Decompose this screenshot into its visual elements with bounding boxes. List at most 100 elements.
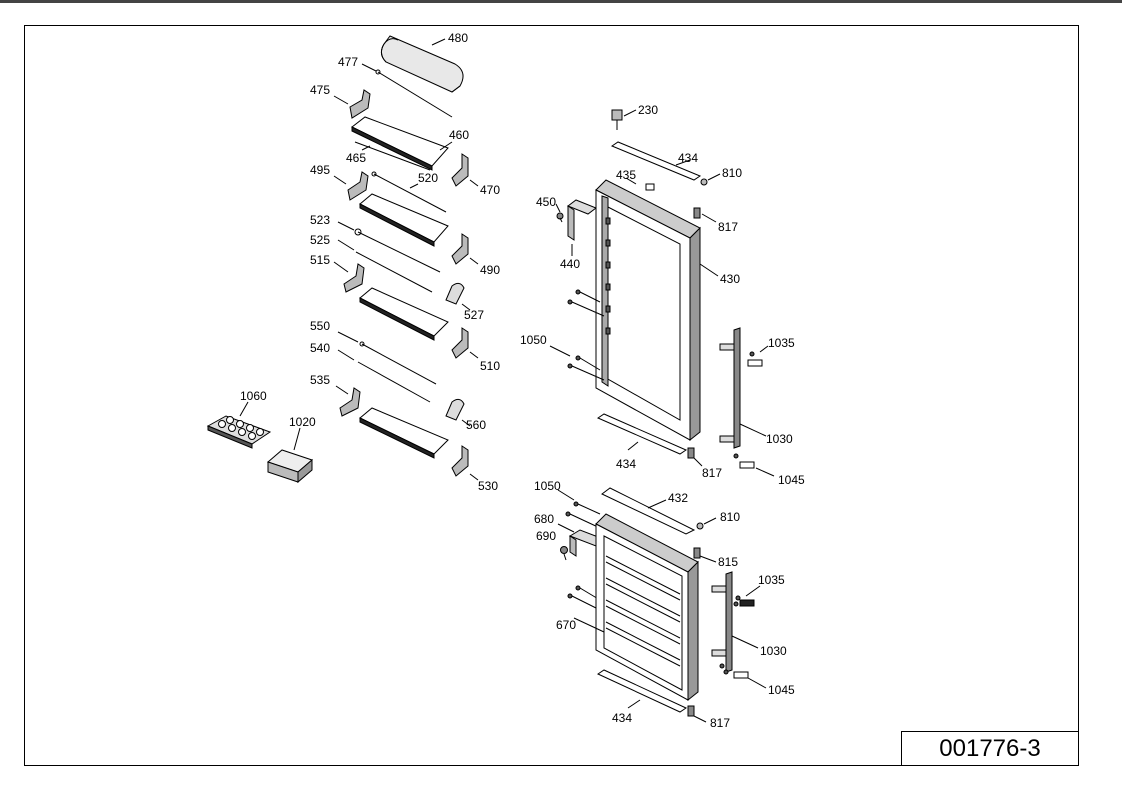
label-810-a: 810 [722, 166, 742, 180]
part-shelf-2 [359, 193, 449, 247]
part-434-top-strip [610, 141, 702, 181]
label-434-top: 434 [678, 151, 698, 165]
label-477: 477 [338, 55, 358, 69]
part-450-screw [555, 203, 564, 223]
label-540: 540 [310, 341, 330, 355]
part-434-bottom-strip-b [596, 669, 688, 713]
label-1020: 1020 [289, 415, 316, 429]
label-1045-b: 1045 [768, 683, 795, 697]
part-515-bracket [333, 261, 365, 293]
part-495-bracket [333, 171, 369, 201]
part-810-cap-b [696, 517, 717, 530]
part-527-clip [445, 282, 471, 311]
part-550-rod [337, 331, 437, 385]
part-1045-hinge-b [719, 663, 767, 689]
label-680: 680 [534, 512, 554, 526]
label-475: 475 [310, 83, 330, 97]
label-430: 430 [720, 272, 740, 286]
label-1035-a: 1035 [768, 336, 795, 350]
part-670-freezer-door [573, 513, 699, 702]
part-230-pin [611, 109, 637, 130]
label-670: 670 [556, 618, 576, 632]
part-shelf-3 [359, 287, 449, 341]
part-817-pin-c [687, 705, 707, 723]
part-460-shelf [351, 116, 453, 171]
label-450: 450 [536, 195, 556, 209]
drawing-frame [24, 25, 1079, 766]
top-border-bar [0, 0, 1122, 3]
drawing-number: 001776-3 [939, 734, 1041, 762]
part-465-strip [354, 141, 431, 171]
label-1050-a: 1050 [520, 333, 547, 347]
label-810-b: 810 [720, 510, 740, 524]
label-435: 435 [616, 168, 636, 182]
label-1030-b: 1030 [760, 644, 787, 658]
part-430-fridge-door [595, 177, 719, 442]
label-480: 480 [448, 31, 468, 45]
label-690: 690 [536, 529, 556, 543]
label-490: 490 [480, 263, 500, 277]
label-432: 432 [668, 491, 688, 505]
part-440-hinge-cover [566, 199, 598, 256]
part-1060-egg-tray [206, 401, 272, 449]
part-560-clip [445, 398, 471, 427]
part-1030-rail-a [719, 327, 767, 449]
part-490-bracket [451, 233, 479, 265]
part-1050-screws-a [549, 289, 605, 381]
part-1035-hinge-a [747, 345, 769, 367]
part-817-pin-a [693, 207, 717, 223]
label-434-bottom-a: 434 [616, 457, 636, 471]
label-1050-b: 1050 [534, 479, 561, 493]
label-523: 523 [310, 213, 330, 227]
label-530: 530 [478, 479, 498, 493]
label-230: 230 [638, 103, 658, 117]
label-817-b: 817 [702, 466, 722, 480]
part-1035-hinge-b [733, 585, 761, 607]
label-1060: 1060 [240, 389, 267, 403]
part-810-cap-a [700, 173, 721, 186]
part-1020-butter-box [267, 427, 313, 484]
part-477-rod [361, 63, 453, 118]
part-labels: 480 477 475 460 465 495 470 520 523 490 … [240, 31, 805, 730]
part-535-bracket [335, 385, 361, 417]
part-530-bracket [451, 445, 479, 481]
label-460: 460 [449, 128, 469, 142]
label-515: 515 [310, 253, 330, 267]
part-525-rod [337, 239, 433, 293]
label-510: 510 [480, 359, 500, 373]
label-470: 470 [480, 183, 500, 197]
part-817-pin-b [687, 447, 703, 467]
label-440: 440 [560, 257, 580, 271]
label-817-c: 817 [710, 716, 730, 730]
part-815-pin [693, 547, 717, 563]
part-480-cover [380, 35, 464, 93]
label-815: 815 [718, 555, 738, 569]
part-690-screw [560, 546, 568, 561]
drawing-number-box: 001776-3 [901, 731, 1079, 766]
label-1035-b: 1035 [758, 573, 785, 587]
part-540-rod [337, 349, 431, 403]
label-520: 520 [418, 171, 438, 185]
label-465: 465 [346, 151, 366, 165]
label-527: 527 [464, 308, 484, 322]
part-510-bracket [451, 327, 479, 359]
label-535: 535 [310, 373, 330, 387]
label-525: 525 [310, 233, 330, 247]
part-434-bottom-strip-a [596, 413, 688, 455]
part-1045-hinge-a [733, 453, 775, 477]
label-1030-a: 1030 [766, 432, 793, 446]
label-817-a: 817 [718, 220, 738, 234]
part-1030-rail-b [711, 571, 759, 673]
part-475-bracket [333, 89, 371, 119]
label-550: 550 [310, 319, 330, 333]
label-495: 495 [310, 163, 330, 177]
label-1045-a: 1045 [778, 473, 805, 487]
label-560: 560 [466, 418, 486, 432]
part-520-rod [371, 171, 447, 213]
label-434-bottom-b: 434 [612, 711, 632, 725]
part-432-top-strip [601, 487, 696, 535]
part-523-rod [337, 221, 441, 273]
part-shelf-4 [359, 407, 449, 459]
part-470-bracket [451, 153, 479, 187]
